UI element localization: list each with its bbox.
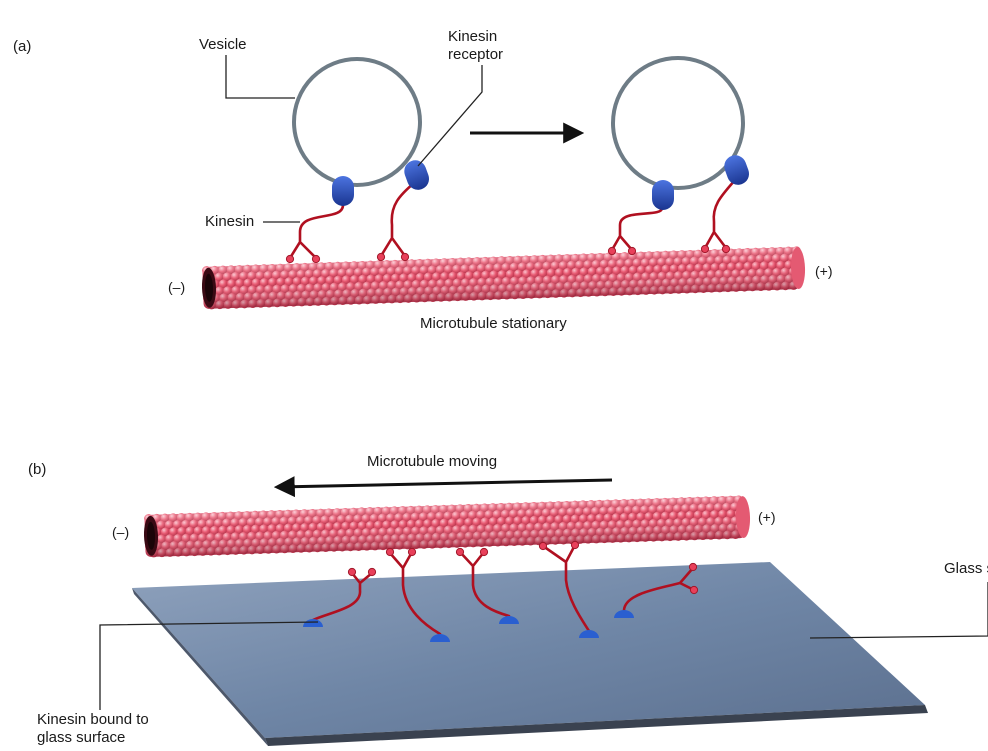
- glass-slide: [132, 562, 928, 746]
- plus-end-label-a: (+): [815, 263, 833, 279]
- bound-label-line1: Kinesin bound to: [37, 711, 149, 728]
- bound-label-line2: glass surface: [37, 729, 126, 746]
- microtubule-moving: [143, 495, 751, 558]
- panel-a-label: (a): [13, 38, 32, 55]
- minus-end-label-a: (–): [168, 279, 186, 295]
- motion-arrow-b: [273, 476, 613, 498]
- receptor-label-line2: receptor: [448, 46, 504, 63]
- glass-bound-kinesin-feet: [303, 610, 634, 642]
- leader-lines: [99, 55, 988, 710]
- kinesin-label: Kinesin: [205, 213, 255, 230]
- receptor-label-line1: Kinesin: [448, 28, 498, 45]
- plus-end-label-b: (+): [758, 509, 776, 525]
- vesicle-right: [611, 56, 745, 190]
- caption-stationary: Microtubule stationary: [420, 315, 567, 332]
- panel-b-label: (b): [28, 461, 47, 478]
- microtubule-stationary: [201, 246, 806, 310]
- glass-label: Glass s: [944, 560, 988, 577]
- vesicle-label: Vesicle: [199, 36, 247, 53]
- vesicle-left: [292, 57, 422, 187]
- kinesin-motors-a: [285, 178, 737, 264]
- kinesin-motors-b: [311, 540, 699, 636]
- kinesin-receptor: [332, 155, 749, 210]
- minus-end-label-b: (–): [112, 524, 130, 540]
- caption-moving: Microtubule moving: [367, 453, 498, 470]
